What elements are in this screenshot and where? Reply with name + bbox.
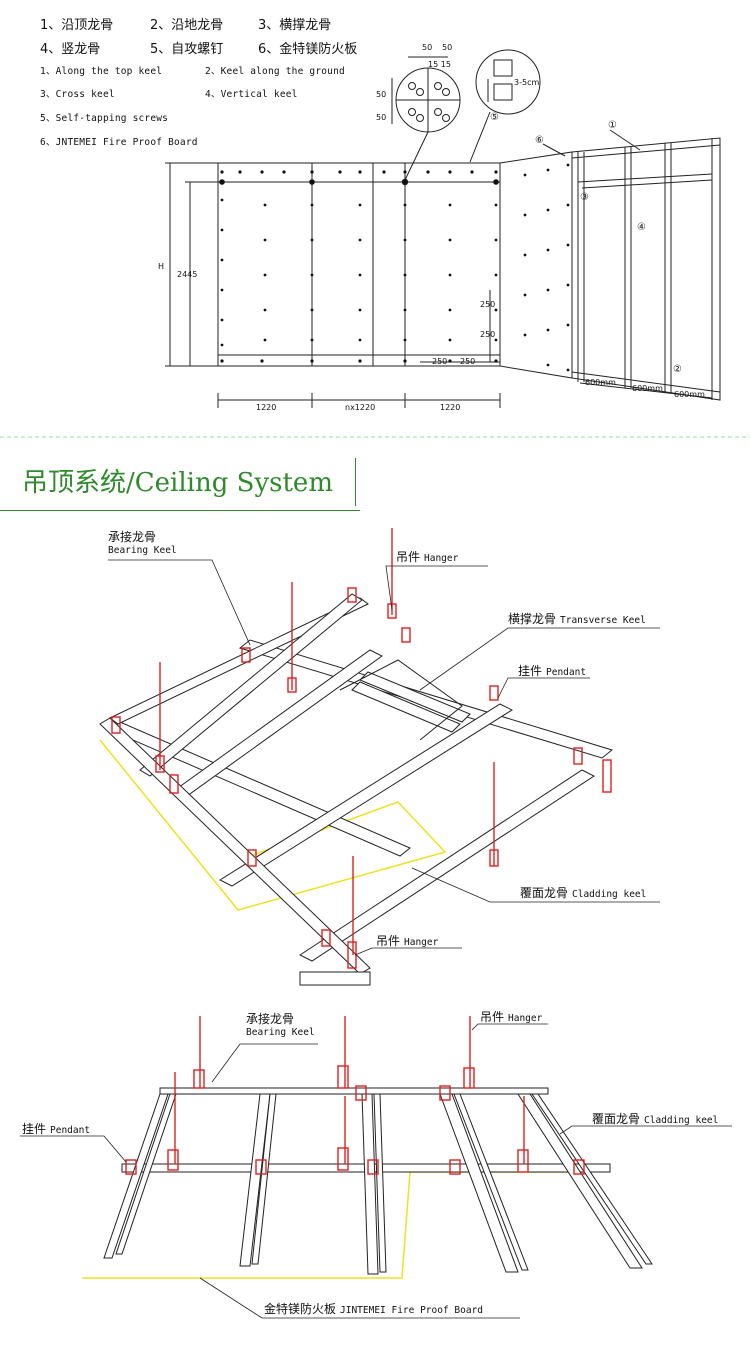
dim-600c: 600mm [674,390,705,399]
c2-pendant-cn: 挂件 [22,1122,47,1136]
dim-50d: 50 [376,113,387,122]
title-bar-right [355,458,356,506]
c2-pendant-en: Pendant [50,1125,91,1136]
c2-bearing-keel-label: 承接龙骨 Bearing Keel [246,1012,315,1040]
callout-5: ⑤ [490,112,499,123]
c1-transverse-cn: 横撑龙骨 [508,612,557,626]
legend-cn-4: 4、竖龙骨 [40,42,101,57]
dim-250c: 250 [480,300,496,309]
section-title: 吊顶系统/Ceiling System [22,468,333,498]
gap-detail-circle [475,49,541,115]
legend-en-2: 2、Keel along the ground [205,66,345,77]
screw-dots [219,163,570,372]
dim-2445: 2445 [177,270,198,279]
legend-cn-2: 2、沿地龙骨 [150,18,224,33]
callout-6: ⑥ [535,135,544,146]
stud-frame [571,137,721,401]
legend-en-6: 6、JNTEMEI Fire Proof Board [40,137,198,148]
legend-en-1: 1、Along the top keel [40,66,163,77]
c2-board-en: JINTEMEI Fire Proof Board [340,1305,484,1316]
legend-en-3: 3、Cross keel [40,89,115,100]
c2-board-cn: 金特镁防火板 [264,1302,337,1316]
dim-250a: 250 [432,357,448,366]
legend-en-4: 4、Vertical keel [205,89,298,100]
wall-partition-drawing [0,49,750,438]
c1-pendant-cn: 挂件 [518,664,543,678]
dim-50c: 50 [376,90,387,99]
c2-cladding-en: Cladding keel [644,1115,719,1126]
c1-hanger2-cn: 吊件 [376,934,401,948]
dim-15-15: 15 15 [428,60,451,69]
c1-pendant-en: Pendant [546,667,587,678]
legend-cn-6: 6、金特镁防火板 [258,42,358,57]
legend-cn-5: 5、自攻螺钉 [150,42,224,57]
c1-hanger-en: Hanger [424,553,459,564]
hangers-red [111,528,612,969]
dim-h: H [158,262,165,271]
c1-bearing-cn: 承接龙骨 [108,530,157,544]
c1-cladding-en: Cladding keel [572,889,647,900]
title-underline [0,510,360,511]
dim-250b: 250 [460,357,476,366]
legend-cn-1: 1、沿顶龙骨 [40,18,114,33]
wall-board-front [217,162,501,367]
callout-1: ① [608,120,617,131]
dim-w1: 1220 [256,403,277,412]
dim-600b: 600mm [632,384,663,393]
c2-bearing-cn: 承接龙骨 [246,1012,295,1026]
legend-en-5: 5、Self-tapping screws [40,113,169,124]
wall-board-angled [499,151,573,379]
dim-w3: 1220 [440,403,461,412]
hangers-red-2 [125,1016,585,1175]
c2-hanger-en: Hanger [508,1013,543,1024]
callout-4: ④ [637,222,646,233]
callout-3: ③ [580,192,589,203]
dim-600a: 600mm [585,378,616,387]
c2-bearing-en: Bearing Keel [246,1027,315,1038]
dim-250d: 250 [480,330,496,339]
legend-cn-3: 3、横撑龙骨 [258,18,332,33]
c1-transverse-en: Transverse Keel [560,615,646,626]
c1-hanger-cn: 吊件 [396,550,421,564]
dim-50b: 50 [442,43,453,52]
c1-bearing-en: Bearing Keel [108,545,177,556]
dim-w2: nx1220 [345,403,376,412]
callout-2: ② [673,364,682,375]
dim-50a: 50 [422,43,433,52]
gap-label: 3-5cm [514,78,540,87]
c1-bearing-keel-label: 承接龙骨 Bearing Keel [108,530,177,558]
c1-hanger2-en: Hanger [404,937,439,948]
c2-cladding-cn: 覆面龙骨 [592,1112,641,1126]
c2-hanger-cn: 吊件 [480,1010,505,1024]
c1-cladding-cn: 覆面龙骨 [520,886,569,900]
